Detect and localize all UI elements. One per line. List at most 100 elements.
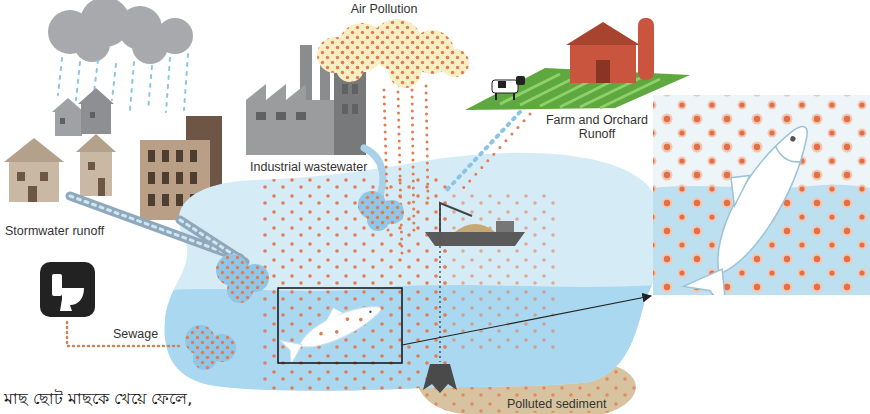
town-houses [190,172,197,184]
dredge-boat [439,206,441,362]
town-houses [55,112,82,136]
zoom-inset [653,95,870,295]
fish [294,297,385,355]
zoom-inset [789,135,796,142]
town-houses [176,150,183,162]
fish [280,333,307,364]
lake [150,175,680,414]
factory [256,84,358,120]
lake [260,175,450,390]
farm [570,45,636,83]
rain-drops [166,58,170,112]
fish [334,329,339,334]
air-pollution-fallout [412,90,414,235]
rain-cloud [132,28,168,64]
zoom-inset [720,168,752,206]
toilet-icon [60,288,84,311]
zoom-inset [653,95,870,295]
town-houses [9,162,59,202]
pollution-plumes [185,191,404,370]
air-pollution-cloud [389,56,421,88]
town-houses [28,186,37,202]
factory [296,112,306,120]
town-houses [80,152,112,196]
air-pollution-cloud [336,54,364,82]
air-pollution-fallout [384,86,428,255]
factory [246,45,366,155]
air-pollution-cloud [317,19,469,88]
factory [246,100,336,155]
fish [277,290,386,364]
town-houses [162,172,169,184]
source-label: Air Pollution [351,2,418,16]
zoom-inset [672,108,826,295]
dredge-boat [440,203,472,232]
fish [358,317,363,322]
pollution-plumes [367,209,389,231]
rain-drops [58,54,188,112]
rain-drops [130,62,134,110]
air-pollution-cloud [336,54,364,82]
toilet-icon [40,262,95,317]
dredge-boat [423,203,525,393]
factory [352,104,358,114]
factory [352,84,358,94]
zoom-arrow [402,296,651,345]
zoom-inset [773,146,802,166]
air-pollution-cloud [317,19,469,88]
air-pollution-cloud [441,49,469,77]
fish [322,305,342,321]
factory [342,104,348,114]
fish [369,310,372,313]
pollution-plumes [185,191,404,370]
factory [256,112,266,120]
sediment-label: Polluted sediment [505,397,608,411]
factory [246,84,306,100]
source-label: Industrial wastewater [250,160,367,174]
lake [150,153,680,414]
factory [334,72,366,155]
air-pollution-fallout [398,92,402,255]
zoom-inset [700,115,822,283]
town-houses [162,150,169,162]
farm [596,60,610,83]
air-pollution-cloud [389,56,421,88]
dredge-boat [425,232,525,246]
town-houses [52,98,84,112]
farm-runoff [445,112,520,192]
town-houses [78,88,114,104]
pollution-plumes [193,346,217,370]
rain-cloud [74,26,110,62]
town-houses [176,194,183,206]
rain-drops [112,64,116,100]
farm [495,93,497,100]
rain-drops [76,62,80,100]
town-houses [176,172,183,184]
town-houses [60,118,65,124]
town-houses [148,194,155,206]
pollution-plumes [367,209,389,231]
farm [600,79,660,108]
zoom-inset [653,95,870,295]
rain-drops [58,58,62,95]
factory [342,84,348,94]
farm [566,22,640,45]
fish [319,331,324,336]
pollution-plumes [227,277,253,303]
farm [638,18,654,80]
town-houses [148,150,197,206]
town-houses [88,162,95,170]
source-label: Farm and Orchard Runoff [541,113,653,142]
town-houses [190,150,197,162]
dredge-boat [423,364,457,393]
rain-drops [148,66,152,110]
rain-cloud [48,0,193,64]
zoom-inset [653,95,870,295]
town-houses [4,138,64,162]
town-houses [148,150,155,162]
rain-drops [94,60,98,92]
town-houses [40,172,48,181]
farm-runoff-pollutants [458,114,530,194]
